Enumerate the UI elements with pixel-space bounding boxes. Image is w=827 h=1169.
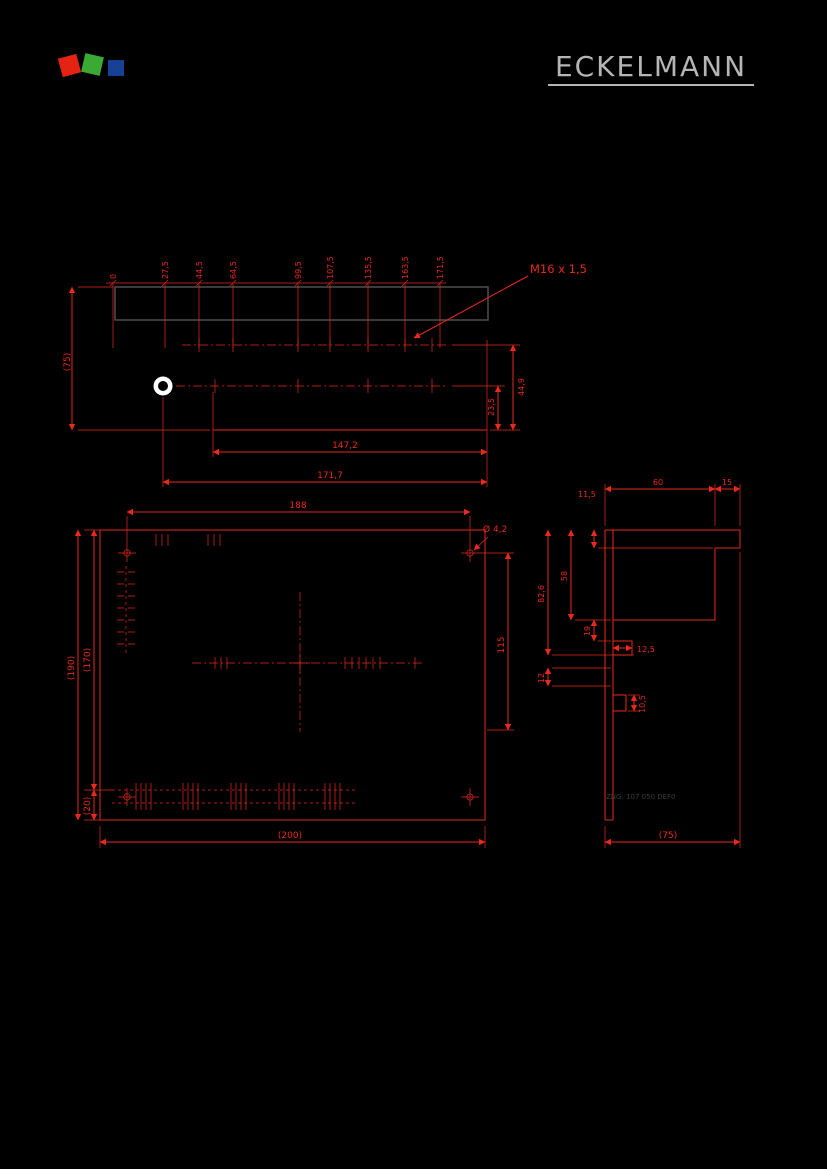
right-extension-lines xyxy=(452,344,520,431)
housing-outline xyxy=(114,286,489,321)
brand-wordmark: ECKELMANN xyxy=(548,50,754,86)
chain-ticks xyxy=(109,279,444,287)
chain-dim-label: 27,5 xyxy=(161,261,170,279)
height-extension-lines xyxy=(78,286,210,431)
dim-label: (200) xyxy=(278,831,302,841)
dim-label: 12,5 xyxy=(637,645,655,654)
hole-leader-line xyxy=(473,536,489,551)
dim-label: 60 xyxy=(653,478,663,487)
dim-label: 12 xyxy=(537,673,546,683)
row2-feature-ticks xyxy=(214,379,433,393)
dim-label: 11,5 xyxy=(578,490,596,499)
chain-dim-label: 163,5 xyxy=(401,256,410,279)
chain-extension-lines xyxy=(112,284,441,348)
dim-label: 10,5 xyxy=(638,695,647,713)
dim-label: 171,7 xyxy=(317,471,343,481)
dim-label: (75) xyxy=(63,353,73,371)
dim-label: 58 xyxy=(560,571,569,581)
chain-dim-label: 44,5 xyxy=(195,261,204,279)
bottom-extension-lines xyxy=(604,552,741,848)
left-column-ticks xyxy=(117,571,135,645)
side-profile xyxy=(604,529,741,821)
dim-label: 15 xyxy=(722,478,732,487)
dim-label: 188 xyxy=(289,501,306,511)
chain-dim-label: 171,5 xyxy=(436,256,445,279)
center-row-ticks xyxy=(214,657,416,669)
thread-leader-line xyxy=(413,275,529,339)
chain-dim-label: 99,5 xyxy=(294,261,303,279)
center-cross xyxy=(290,653,310,673)
dim-label: (75) xyxy=(659,831,677,841)
mounting-holes xyxy=(118,544,479,806)
lower-outline-edges xyxy=(162,340,488,487)
company-logo-icon xyxy=(57,53,138,82)
top-extension-lines xyxy=(598,484,741,549)
dim-label: 44,9 xyxy=(517,378,526,396)
top-view: 0 27,5 44,5 64,5 99,5 107,5 135,5 163,5 … xyxy=(63,256,587,487)
top-edge-ticks xyxy=(155,534,221,546)
dim-label: (190) xyxy=(67,656,77,680)
front-view: Ø 4,2 188 (190) (170) (20) 115 (200) xyxy=(67,501,514,848)
chain-dim-label: 64,5 xyxy=(229,261,238,279)
left-extension-lines xyxy=(552,619,634,687)
dim-label: (20) xyxy=(83,797,93,815)
thread-callout-label: M16 x 1,5 xyxy=(530,262,587,276)
dim-label: (170) xyxy=(83,648,93,672)
drawing-number-note: ZNG: 107 050 DEF0 xyxy=(606,793,676,801)
top-extension-lines xyxy=(126,516,471,544)
dim-label: 147,2 xyxy=(332,441,358,451)
dim-label: 115 xyxy=(497,636,507,653)
left-extension-lines xyxy=(84,529,112,821)
chain-dim-label: 107,5 xyxy=(326,256,335,279)
plate-outline xyxy=(99,529,486,821)
index-marker-icon xyxy=(153,376,173,396)
dim-label: 19 xyxy=(583,626,592,636)
dim-label: 23,5 xyxy=(487,398,496,416)
side-view: 60 15 11,5 82,6 58 19 12 12,5 10,5 (75 xyxy=(537,478,741,848)
bottom-row-ticks xyxy=(135,783,341,810)
hole-callout-label: Ø 4,2 xyxy=(483,524,507,535)
chain-dim-label: 135,5 xyxy=(364,256,373,279)
dim-label: 82,6 xyxy=(537,585,546,603)
logo-blue-square-icon xyxy=(108,60,124,76)
chain-dim-label: 0 xyxy=(109,274,118,279)
row1-feature-ticks xyxy=(198,338,433,352)
